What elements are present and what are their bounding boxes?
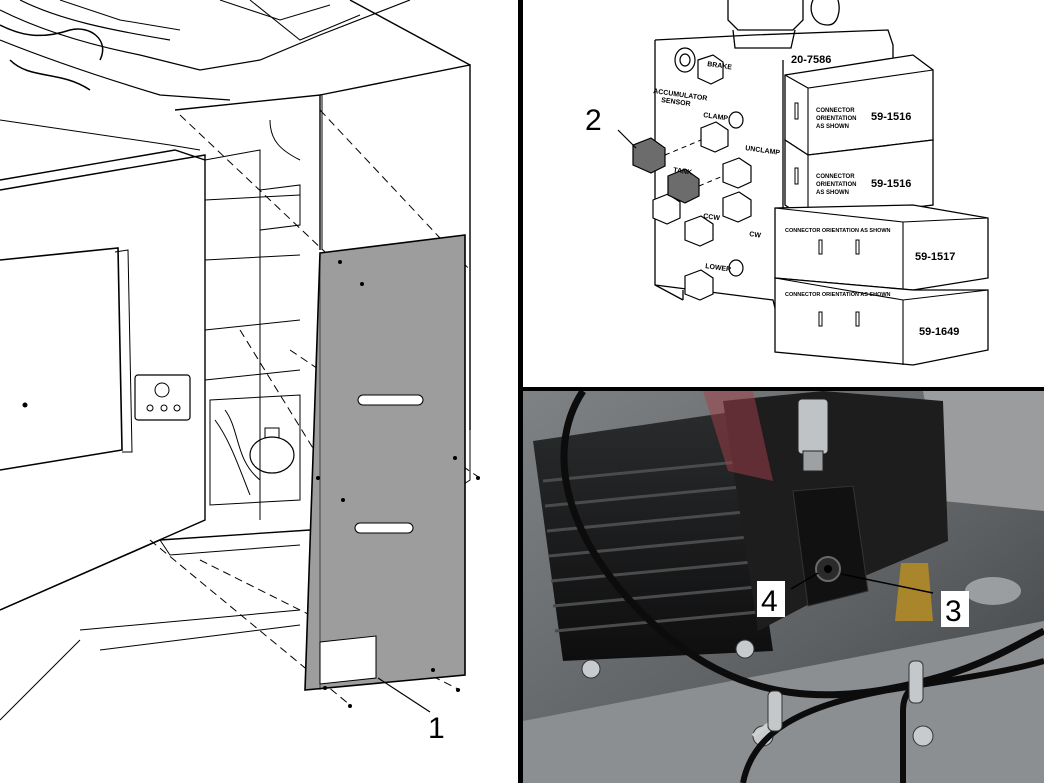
solenoid-2: CONNECTOR ORIENTATION AS SHOWN 59-1516 <box>784 138 934 221</box>
solenoid-1-note-1: CONNECTOR <box>816 108 855 114</box>
panel-slot-upper <box>357 394 424 406</box>
manifold-ports <box>652 47 752 301</box>
panel-screws <box>22 260 480 708</box>
callout-4: 4 <box>761 585 778 618</box>
motor-body <box>533 411 773 661</box>
accumulator-tank <box>249 436 295 474</box>
internal-shelves <box>204 194 301 381</box>
valve-manifold-view: 2 20-7586 BRAKE ACCUMULATOR SENSOR CLAMP… <box>523 0 1044 387</box>
port-label-brake: BRAKE <box>707 61 733 71</box>
plug-fittings <box>632 137 700 204</box>
housing-highlight <box>703 391 773 481</box>
solenoid-4: CONNECTOR ORIENTATION AS SHOWN 59-1649 <box>774 277 989 366</box>
callout-1: 1 <box>428 712 445 745</box>
cabinet-top-edge <box>0 149 206 181</box>
background-machine <box>923 391 1044 511</box>
solenoid-4-note: CONNECTOR ORIENTATION AS SHOWN <box>785 292 891 298</box>
port-label-sensor: SENSOR <box>661 97 691 108</box>
black-hose <box>560 391 1044 699</box>
callout-1-leader <box>377 677 431 713</box>
port-label-unclamp: UNCLAMP <box>745 145 781 157</box>
solenoid-1-part: 59-1516 <box>871 111 911 123</box>
solenoid-2-note-2: ORIENTATION <box>816 182 856 188</box>
hose-clamp-2 <box>908 660 924 704</box>
port-label-ccw: CCW <box>703 213 721 222</box>
horizontal-divider <box>523 387 1044 391</box>
brake-fitting <box>697 54 724 85</box>
pump-photo: 4 3 <box>523 391 1044 783</box>
callout-2: 2 <box>585 104 602 137</box>
callout-3: 3 <box>945 595 962 628</box>
solenoid-3-note: CONNECTOR ORIENTATION AS SHOWN <box>785 228 891 234</box>
front-window-frame <box>0 247 123 471</box>
solenoid-3: CONNECTOR ORIENTATION AS SHOWN 59-1517 <box>774 204 989 291</box>
callout-4-box <box>757 581 785 617</box>
pump-photo-drawing: 4 3 <box>523 391 1044 783</box>
bracket <box>259 184 301 231</box>
valve-drawing: 2 20-7586 BRAKE ACCUMULATOR SENSOR CLAMP… <box>585 0 989 366</box>
machine-top-edge-3 <box>19 0 171 41</box>
machine-top-edge-2 <box>0 39 231 101</box>
plug-assembly-lines <box>664 139 724 187</box>
machine-top-edge <box>0 0 411 71</box>
vertical-divider <box>518 0 523 783</box>
port-label-tank: TANK <box>673 167 693 177</box>
panel-cutout <box>319 635 377 685</box>
brass-fitting <box>895 563 933 621</box>
callout-2-leader <box>617 129 637 149</box>
plug-fitting-2 <box>667 168 700 204</box>
port-label-clamp: CLAMP <box>703 112 729 122</box>
callout-4-leader <box>790 572 819 590</box>
cabinet-exploded-view: 1 <box>0 0 518 783</box>
callout-3-leader <box>840 573 934 594</box>
cabinet-front-face <box>0 154 206 611</box>
ccw-fitting <box>684 215 714 247</box>
solenoid-3-part: 59-1517 <box>915 251 955 263</box>
unclamp-fitting <box>722 157 752 189</box>
cw-fitting <box>722 191 752 223</box>
hose-clamp-1 <box>767 690 783 732</box>
plug-fitting-1 <box>632 137 666 174</box>
top-elbow <box>810 0 840 26</box>
panel-slot-lower <box>354 522 414 534</box>
solenoid-4-part: 59-1649 <box>919 326 959 338</box>
solenoid-2-part: 59-1516 <box>871 178 911 190</box>
black-hose-2 <box>740 658 1044 783</box>
solenoid-1-note-2: ORIENTATION <box>816 116 856 122</box>
manifold-top-edge <box>654 29 894 60</box>
access-panel <box>304 234 466 691</box>
hydraulic-unit <box>209 394 301 506</box>
motor-fins <box>542 459 770 633</box>
control-box <box>134 374 191 421</box>
callout-3-box <box>941 591 969 627</box>
clamp-fitting <box>700 121 729 153</box>
solenoid-1-note-3: AS SHOWN <box>816 124 849 130</box>
pressure-fitting <box>797 398 829 455</box>
part-number: 20-7586 <box>791 54 831 66</box>
disc <box>965 577 1021 605</box>
port-label-cw: CW <box>749 231 762 240</box>
solenoid-1: CONNECTOR ORIENTATION AS SHOWN 59-1516 <box>784 54 934 156</box>
cabinet-drawing: 1 <box>0 0 481 745</box>
lower-fitting <box>684 269 714 301</box>
solenoid-2-note-3: AS SHOWN <box>816 190 849 196</box>
solenoid-2-note-1: CONNECTOR <box>816 174 855 180</box>
top-fitting <box>727 0 804 31</box>
port-label-lower: LOWER <box>705 263 732 274</box>
